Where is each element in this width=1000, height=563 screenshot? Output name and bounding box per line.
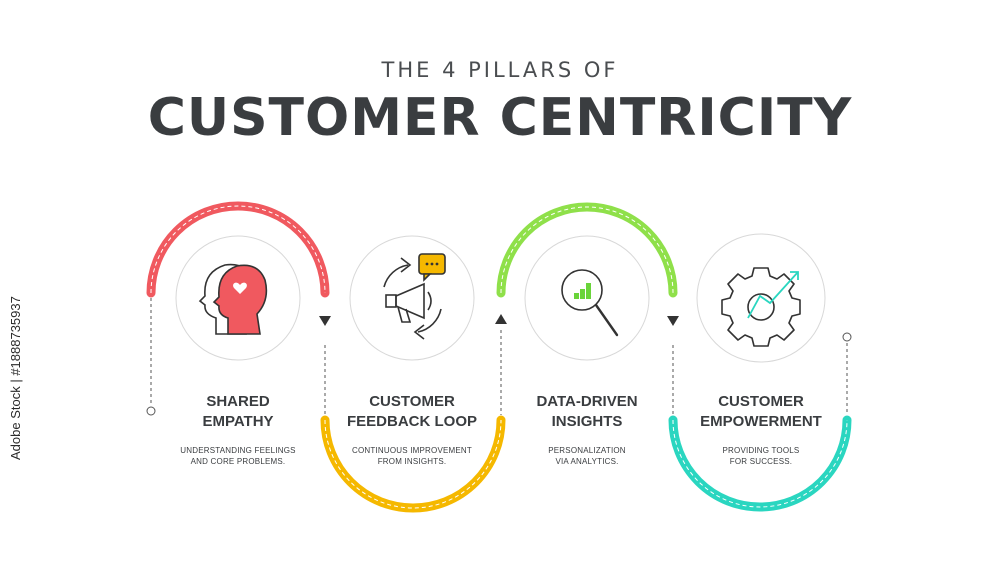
- pillar-4-arc: [668, 415, 852, 512]
- pillar-4-description: PROVIDING TOOLS FOR SUCCESS.: [671, 445, 851, 467]
- pillar-2-title: CUSTOMER FEEDBACK LOOP: [322, 392, 502, 432]
- pillar-4-desc-line1: PROVIDING TOOLS: [722, 446, 800, 455]
- pillar-2-circle: [349, 235, 475, 361]
- pillar-1-desc-line2: AND CORE PROBLEMS.: [190, 457, 286, 466]
- pillar-3-title: DATA-DRIVEN INSIGHTS: [497, 392, 677, 432]
- diagram-title: CUSTOMER CENTRICITY: [147, 88, 853, 148]
- pillar-2-description: CONTINUOUS IMPROVEMENT FROM INSIGHTS.: [322, 445, 502, 467]
- magnifier-chart-icon: [561, 269, 619, 337]
- pillar-3-description: PERSONALIZATION VIA ANALYTICS.: [497, 445, 677, 467]
- megaphone-cycle-icon: [383, 253, 446, 340]
- pillar-4-title-line1: CUSTOMER: [718, 393, 804, 410]
- pillar-3-arc: [496, 202, 678, 298]
- pillar-2-title-line2: FEEDBACK LOOP: [346, 413, 477, 430]
- stock-watermark: Adobe Stock | #1888735937: [8, 296, 23, 460]
- pillar-2-arc: [320, 415, 506, 513]
- diagram-subtitle: THE 4 PILLARS OF: [381, 58, 619, 82]
- pillar-4-circle: [696, 233, 826, 363]
- pillar-3-desc-line2: VIA ANALYTICS.: [555, 457, 619, 466]
- pillar-2-title-line1: CUSTOMER: [369, 393, 455, 410]
- end-node: [842, 332, 852, 342]
- pillar-4-title-line2: EMPOWERMENT: [700, 413, 822, 430]
- pillar-4-title: CUSTOMER EMPOWERMENT: [671, 392, 851, 432]
- pillar-1-title: SHARED EMPATHY: [148, 392, 328, 432]
- pillar-3-title-line2: INSIGHTS: [551, 413, 623, 430]
- pillar-4-desc-line2: FOR SUCCESS.: [729, 457, 793, 466]
- pillar-3-title-line1: DATA-DRIVEN: [536, 393, 638, 410]
- start-node: [146, 406, 156, 416]
- head-heart-icon: [198, 263, 268, 335]
- pillar-3-desc-line1: PERSONALIZATION: [548, 446, 626, 455]
- pillar-1-title-line1: SHARED: [206, 393, 270, 410]
- arrow-down-1-icon: [319, 316, 331, 326]
- dashed-connectors: [150, 298, 848, 415]
- arrow-down-3-icon: [667, 316, 679, 326]
- pillar-1-description: UNDERSTANDING FEELINGS AND CORE PROBLEMS…: [148, 445, 328, 467]
- arrow-up-2-icon: [495, 314, 507, 324]
- pillar-1-desc-line1: UNDERSTANDING FEELINGS: [180, 446, 296, 455]
- gear-growth-icon: [721, 267, 801, 347]
- pillar-1-arc: [146, 201, 330, 298]
- pillar-2-desc-line2: FROM INSIGHTS.: [377, 457, 447, 466]
- pillar-2-desc-line1: CONTINUOUS IMPROVEMENT: [352, 446, 472, 455]
- pillar-1-title-line2: EMPATHY: [202, 413, 274, 430]
